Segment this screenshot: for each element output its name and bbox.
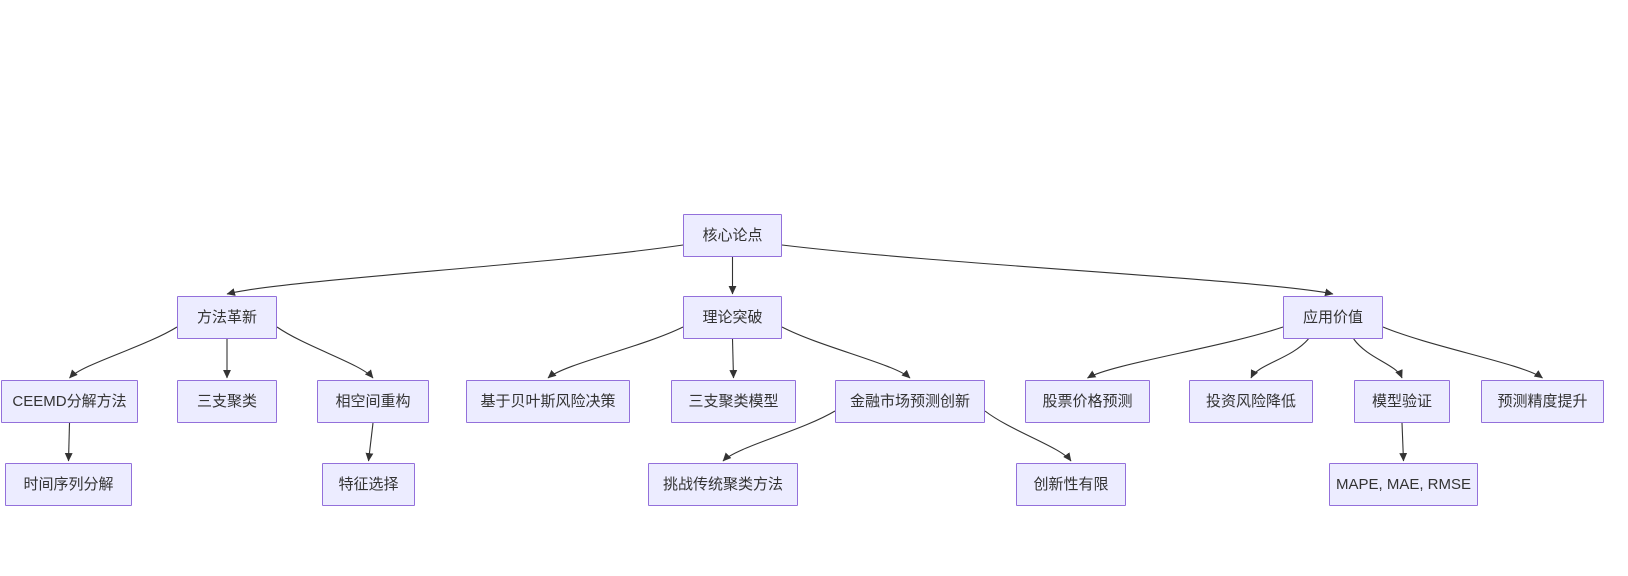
node-tsdecomp: 时间序列分解	[5, 463, 132, 506]
node-method: 方法革新	[177, 296, 277, 339]
node-ceemd: CEEMD分解方法	[1, 380, 138, 423]
edge-core-method	[226, 244, 684, 296]
edge-ceemd-tsdecomp	[64, 422, 73, 462]
edge-value-risk	[1250, 338, 1309, 379]
edge-method-ceemd	[69, 326, 178, 379]
node-bayes: 基于贝叶斯风险决策	[466, 380, 630, 423]
node-feature: 特征选择	[322, 463, 415, 506]
node-threemodel: 三支聚类模型	[671, 380, 796, 423]
node-phase: 相空间重构	[317, 380, 429, 423]
node-threeway: 三支聚类	[177, 380, 277, 423]
node-theory: 理论突破	[683, 296, 782, 339]
edge-phase-feature	[365, 422, 374, 462]
edge-theory-bayes	[547, 326, 684, 379]
node-stock: 股票价格预测	[1025, 380, 1150, 423]
node-core: 核心论点	[683, 214, 782, 257]
node-metrics: MAPE, MAE, RMSE	[1329, 463, 1478, 506]
edge-theory-finance	[781, 326, 911, 379]
edge-value-accuracy	[1382, 326, 1543, 379]
edge-validate-metrics	[1399, 422, 1408, 462]
node-accuracy: 预测精度提升	[1481, 380, 1604, 423]
node-challenge: 挑战传统聚类方法	[648, 463, 798, 506]
edge-method-phase	[276, 326, 374, 379]
edge-theory-threemodel	[729, 338, 738, 379]
edge-value-stock	[1087, 326, 1284, 379]
node-limited: 创新性有限	[1016, 463, 1126, 506]
node-risk: 投资风险降低	[1189, 380, 1313, 423]
edge-value-validate	[1353, 338, 1403, 379]
node-validate: 模型验证	[1354, 380, 1450, 423]
node-finance: 金融市场预测创新	[835, 380, 985, 423]
node-value: 应用价值	[1283, 296, 1383, 339]
edge-core-value	[781, 244, 1334, 297]
